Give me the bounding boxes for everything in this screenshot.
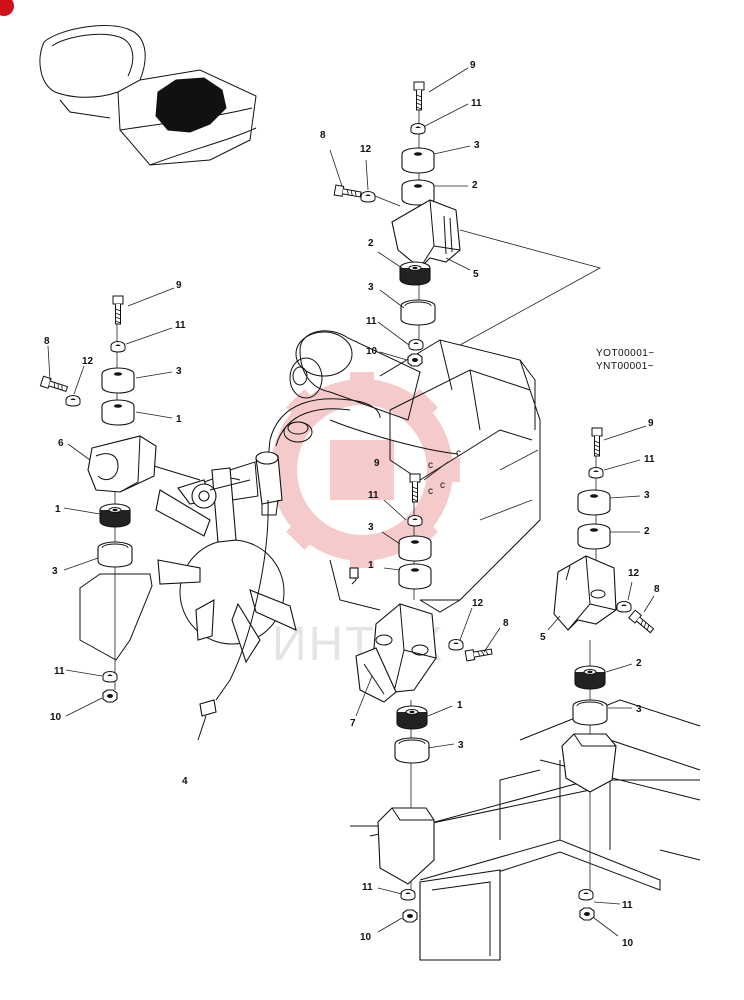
callout-mid-3b: 3: [458, 740, 464, 751]
callout-left-10: 10: [50, 712, 62, 723]
cooling-fan: [155, 467, 297, 664]
svg-text:c: c: [456, 448, 462, 459]
callout-top-8: 8: [320, 130, 326, 141]
callout-top-10: 10: [366, 346, 378, 357]
callout-top-12: 12: [360, 144, 372, 155]
callout-left-9: 9: [176, 280, 182, 291]
callout-left-12: 12: [82, 356, 94, 367]
callout-mid-12: 12: [472, 598, 484, 609]
serial-line-2: YNT00001~: [596, 361, 654, 372]
callout-mid-8: 8: [503, 618, 509, 629]
callout-top-2b: 2: [368, 238, 374, 249]
callout-right-3b: 3: [636, 704, 642, 715]
callout-right-9: 9: [648, 418, 654, 429]
callout-labels: 9 11 3 2 8 12 5 2 3 11 10 9 11 8 12 3 1 …: [44, 60, 660, 949]
callout-left-1b: 1: [55, 504, 61, 515]
callout-top-11: 11: [471, 98, 482, 109]
callout-mid-11b: 11: [362, 882, 373, 893]
svg-text:c: c: [428, 486, 434, 497]
sensor-assembly: [197, 499, 269, 741]
callout-sensor-4: 4: [182, 776, 188, 787]
callout-right-11b: 11: [622, 900, 633, 911]
callout-right-3: 3: [644, 490, 650, 501]
callout-right-10: 10: [622, 938, 634, 949]
callout-top-2: 2: [472, 180, 478, 191]
engine-assembly: c c c c: [195, 330, 541, 613]
callout-right-2: 2: [644, 526, 650, 537]
svg-text:c: c: [428, 460, 434, 471]
callout-mid-9: 9: [374, 458, 380, 469]
callout-top-3: 3: [474, 140, 480, 151]
callout-left-3: 3: [176, 366, 182, 377]
callout-mid-1: 1: [368, 560, 374, 571]
chassis-frame: [79, 573, 701, 961]
top-mount-group: [329, 67, 602, 367]
callout-left-8: 8: [44, 336, 50, 347]
left-mount-group: [39, 287, 201, 717]
serial-line-1: YOT00001~: [596, 348, 655, 359]
callout-left-3b: 3: [52, 566, 58, 577]
callout-mid-11: 11: [368, 490, 379, 501]
callout-right-11: 11: [644, 454, 655, 465]
svg-text:c: c: [440, 480, 446, 491]
callout-top-3b: 3: [368, 282, 374, 293]
callout-mid-7: 7: [350, 718, 356, 729]
callout-left-11b: 11: [54, 666, 65, 677]
middle-mount-group: [355, 461, 501, 933]
callout-right-5: 5: [540, 632, 546, 643]
callout-top-11b: 11: [366, 316, 377, 327]
callout-right-12: 12: [628, 568, 640, 579]
callout-right-8: 8: [654, 584, 660, 595]
callout-mid-3: 3: [368, 522, 374, 533]
right-mount-group: [547, 425, 656, 937]
callout-left-1: 1: [176, 414, 182, 425]
callout-top-9: 9: [470, 60, 476, 71]
callout-left-6: 6: [58, 438, 64, 449]
callout-mid-10: 10: [360, 932, 372, 943]
machine-inset-thumbnail: [39, 25, 257, 166]
callout-right-2b: 2: [636, 658, 642, 669]
callout-top-5: 5: [473, 269, 479, 280]
corner-badge: [0, 0, 14, 16]
watermark-gear-logo: [264, 372, 460, 568]
callout-mid-1b: 1: [457, 700, 463, 711]
callout-left-11: 11: [175, 320, 186, 331]
